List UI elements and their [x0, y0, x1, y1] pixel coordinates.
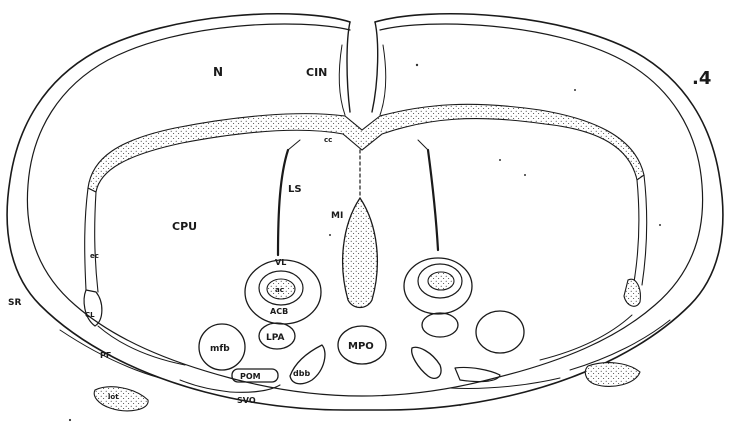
label-mfb: mfb	[210, 344, 230, 354]
midline-fissure-left	[347, 22, 350, 112]
speck	[329, 234, 331, 236]
label-mi: MI	[331, 211, 343, 221]
external-capsule-left-inner	[95, 192, 98, 292]
external-capsule-left	[85, 188, 88, 290]
label-ec: ec	[90, 252, 99, 260]
lateral-septum-line	[278, 150, 288, 255]
speck	[574, 89, 576, 91]
speck	[499, 159, 501, 161]
cingulum-left	[339, 45, 345, 115]
diagonal-band-right	[412, 347, 441, 378]
label-sr: SR	[8, 298, 21, 308]
medial-forebrain-bundle-right	[476, 311, 524, 353]
piriform-right-inner	[540, 315, 632, 360]
speck	[416, 64, 418, 66]
label-cpu: CPU	[172, 220, 197, 233]
label-lpa: LPA	[266, 333, 285, 343]
label-vl: VL	[275, 258, 286, 267]
label-ac: ac	[275, 286, 284, 294]
claustrum-left	[84, 290, 102, 326]
label-lot: lot	[108, 393, 119, 401]
speck	[659, 224, 661, 226]
preoptic-right-slab	[455, 367, 500, 381]
claustrum-right	[624, 279, 640, 306]
supraoptic-left	[230, 385, 280, 392]
label-cin: CIN	[306, 66, 327, 79]
lateral-preoptic-right	[422, 313, 458, 337]
label-pf: PF	[100, 351, 111, 360]
medial-septum-spindle	[343, 198, 378, 308]
speck	[459, 404, 461, 406]
midline-fissure-right	[372, 22, 378, 112]
lateral-olfactory-tract-right	[585, 363, 640, 387]
label-ls: LS	[288, 184, 302, 195]
label-mpo: MPO	[348, 341, 374, 352]
ventral-left-curve	[180, 380, 230, 392]
external-capsule-right	[642, 175, 647, 285]
label-cl: CL	[85, 311, 95, 319]
external-capsule-right-inner	[634, 180, 639, 282]
lateral-olfactory-tract-left	[94, 387, 148, 411]
lateral-ventricle-right-line	[428, 150, 438, 250]
corpus-callosum	[88, 104, 644, 192]
label-pom: POM	[240, 372, 261, 381]
label-n: N	[213, 65, 223, 79]
speck	[69, 419, 71, 421]
label-svo: SVO	[237, 396, 256, 405]
label-acb: ACB	[270, 307, 288, 316]
plate-number: .4	[692, 68, 711, 89]
label-dbb: dbb	[293, 369, 310, 378]
anterior-commissure-right	[428, 272, 454, 290]
cingulum-right	[380, 45, 386, 115]
label-cc: cc	[324, 136, 332, 144]
speck	[524, 174, 526, 176]
